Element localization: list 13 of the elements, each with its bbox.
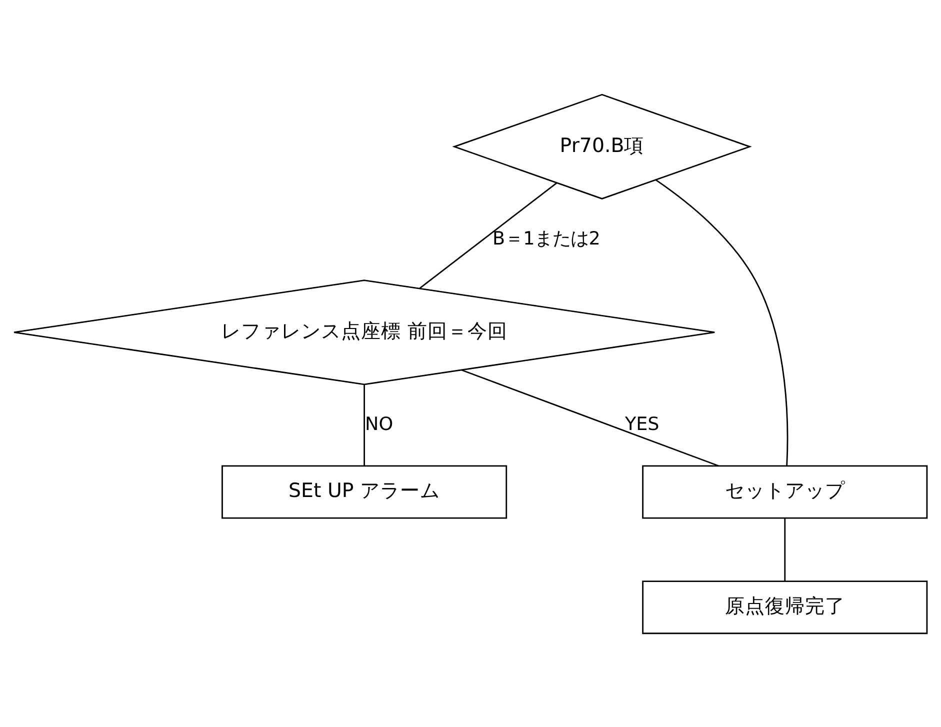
connector [655, 178, 788, 466]
edge-label: NO [365, 413, 394, 434]
edge-label: YES [624, 413, 660, 434]
connector [419, 182, 558, 288]
edge-label: B＝1または2 [492, 228, 600, 249]
node-box: 原点復帰完了 [642, 580, 928, 634]
node-box: SEt UP アラーム [222, 464, 508, 518]
node-diamond: レファレンス点座標 前回＝今回 [13, 279, 716, 385]
connector [364, 384, 365, 466]
node-diamond: Pr70.B項 [452, 93, 752, 199]
connector [784, 518, 786, 581]
node-box: セットアップ [642, 464, 928, 518]
connector [462, 368, 719, 466]
